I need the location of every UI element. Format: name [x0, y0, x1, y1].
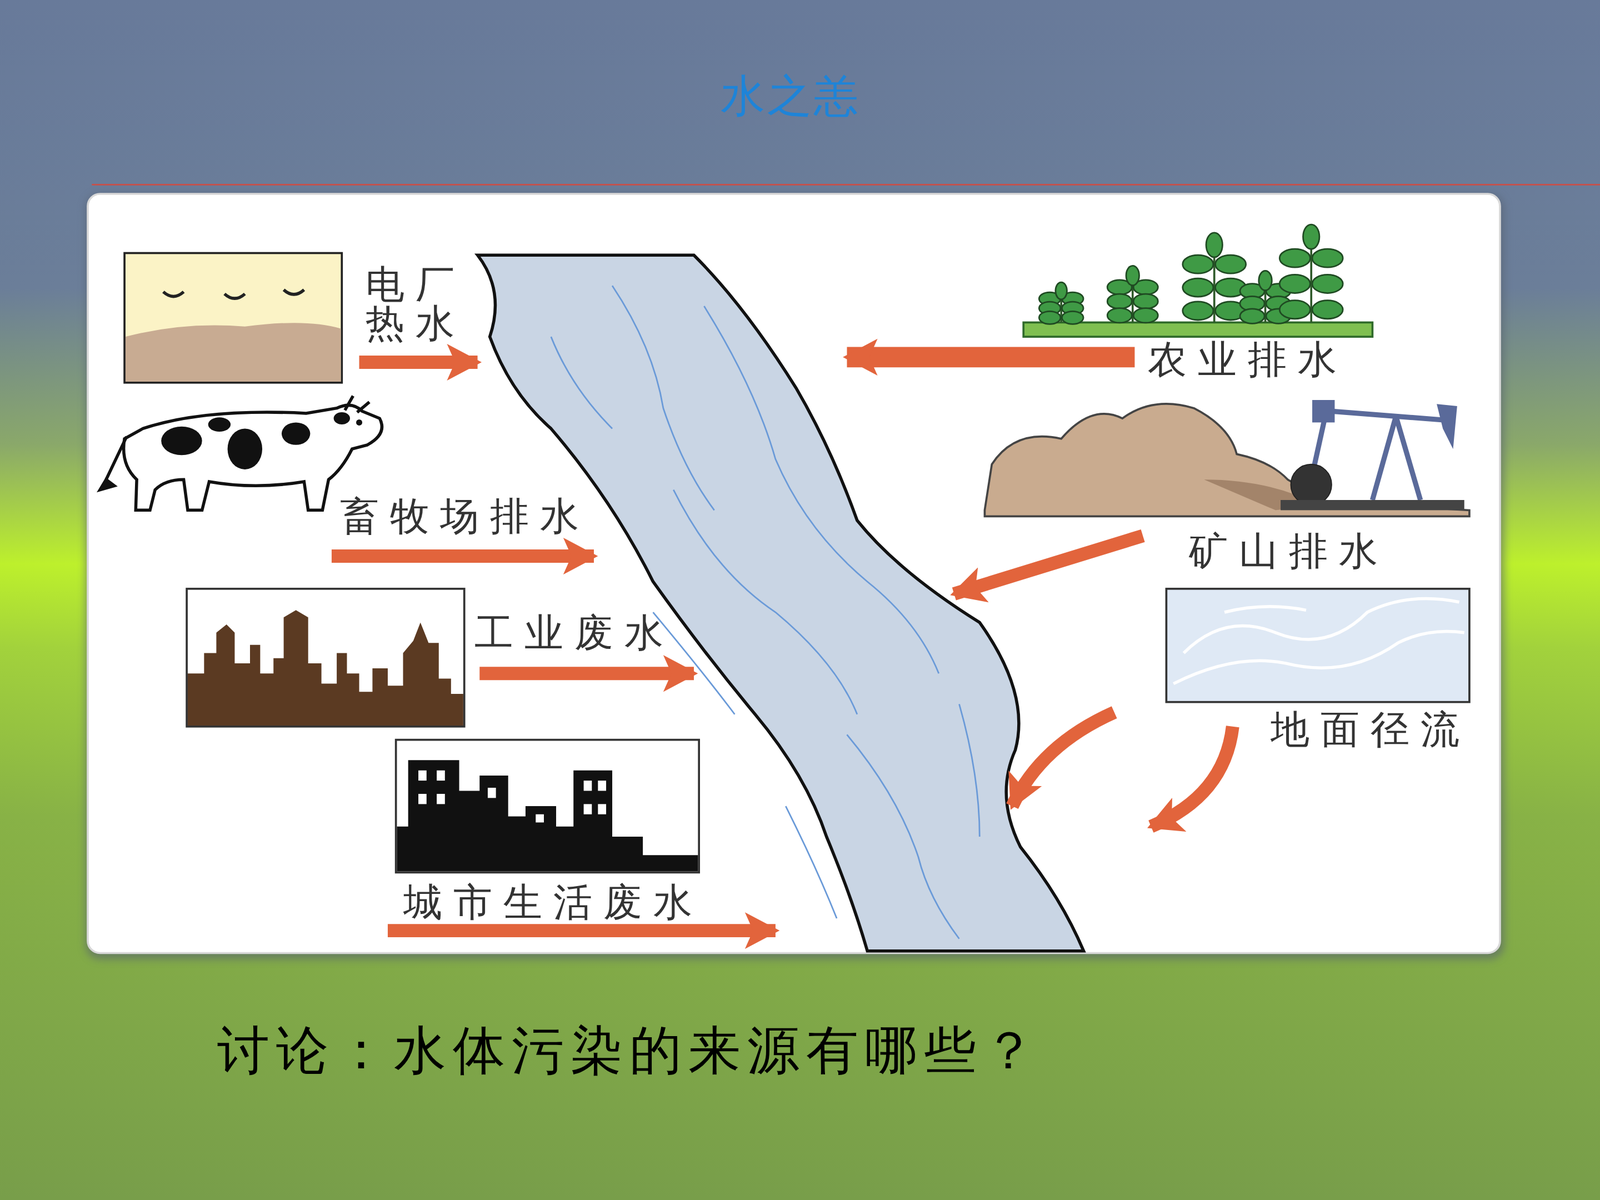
source-label: 城市生活废水 — [403, 882, 704, 922]
panel-shadow — [85, 193, 1504, 960]
source-label: 矿山排水 — [1188, 531, 1389, 571]
crop-plant — [1107, 265, 1158, 323]
slide-title: 水之恙 — [720, 66, 861, 127]
source-label: 畜牧场排水 — [340, 496, 590, 536]
discussion-question: 讨论：水体污染的来源有哪些？ — [217, 1015, 1042, 1087]
source-label: 农业排水 — [1147, 340, 1348, 379]
source-label: 电厂 热水 — [365, 265, 472, 343]
cow-icon — [100, 396, 382, 511]
power-plant-icon — [124, 253, 342, 383]
source-label: 工业废水 — [474, 613, 675, 653]
crop-plant — [1038, 282, 1084, 324]
crops-icon — [1023, 224, 1373, 337]
rule-line — [91, 183, 1600, 186]
industry-icon — [186, 588, 465, 727]
flow-arrows — [331, 357, 1233, 931]
panel — [87, 193, 1500, 954]
runoff-icon — [1166, 588, 1470, 703]
city-icon — [396, 740, 700, 873]
crop-plant — [1279, 224, 1343, 323]
crop-plant — [1182, 232, 1247, 323]
mine-icon — [984, 400, 1469, 517]
source-label: 地面径流 — [1270, 710, 1471, 749]
